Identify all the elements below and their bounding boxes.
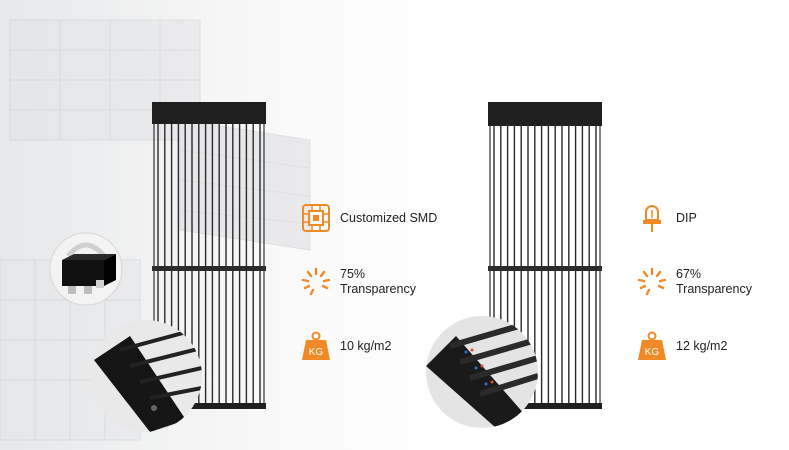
left-transparency-text: 75%Transparency — [340, 267, 416, 297]
weight-icon: KG — [302, 331, 330, 360]
left-transparency-value: 75% — [340, 267, 366, 281]
left-led-type-label: Customized SMD — [340, 210, 438, 225]
right-transparency-text: 67%Transparency — [676, 267, 752, 297]
left-led-type-spec: Customized SMD — [300, 202, 437, 234]
right-weight-badge: KG — [645, 347, 660, 358]
right-transparency-spec: 67%Transparency — [636, 266, 752, 298]
right-led-type-spec: DIP — [636, 202, 697, 234]
transparency-icon — [637, 267, 667, 296]
left-transparency-label: Transparency — [340, 282, 416, 296]
left-weight-label: 10 kg/m2 — [340, 338, 392, 353]
right-led-type-label: DIP — [676, 210, 697, 225]
left-weight-spec: KG 10 kg/m2 — [300, 330, 391, 362]
left-weight-badge: KG — [309, 347, 324, 358]
right-weight-spec: KG 12 kg/m2 — [636, 330, 727, 362]
left-transparency-spec: 75%Transparency — [300, 266, 416, 298]
right-strip-closeup-image — [426, 316, 538, 428]
led-bulb-icon — [643, 205, 661, 232]
right-transparency-label: Transparency — [676, 282, 752, 296]
smd-chip-image — [49, 232, 123, 306]
transparency-icon — [301, 267, 331, 296]
weight-icon: KG — [638, 331, 666, 360]
right-weight-label: 12 kg/m2 — [676, 338, 728, 353]
left-strip-closeup-image — [90, 320, 202, 432]
chip-icon — [302, 204, 330, 232]
right-transparency-value: 67% — [676, 267, 702, 281]
